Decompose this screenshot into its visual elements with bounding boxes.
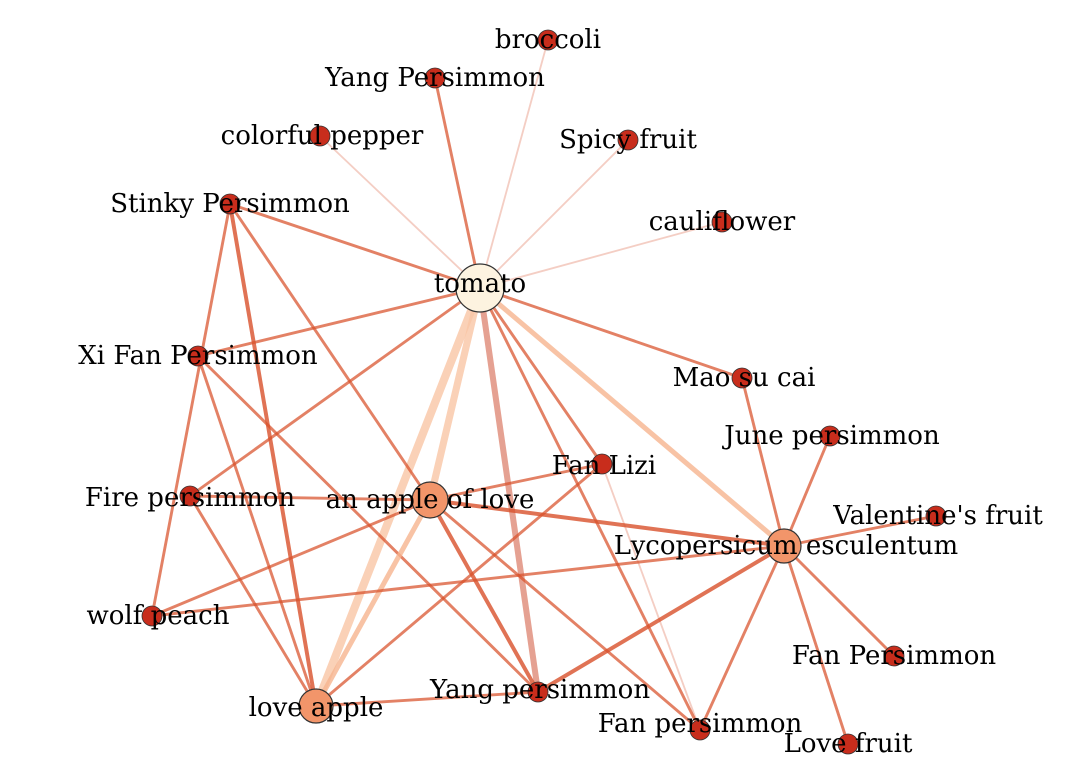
edges-layer <box>150 39 938 746</box>
node-colorful-pepper[interactable] <box>309 125 331 147</box>
node-broccoli[interactable] <box>537 29 559 51</box>
node-label-fan-persimmon-cap: Fan Persimmon <box>792 641 997 671</box>
edge-apple-of-love-fan-lizi <box>428 462 604 502</box>
node-wolf-peach[interactable] <box>141 605 163 627</box>
node-spicy-fruit[interactable] <box>617 129 639 151</box>
edge-apple-of-love-yang-persimmon <box>428 498 540 694</box>
node-label-apple-of-love: an apple of love <box>326 485 535 515</box>
edge-tomato-cauliflower <box>479 221 723 289</box>
node-label-love-fruit: Love fruit <box>784 729 913 759</box>
node-stinky-persimmon[interactable] <box>219 193 241 215</box>
node-fan-persimmon-cap[interactable] <box>883 645 905 667</box>
node-label-colorful-pepper: colorful pepper <box>221 121 424 151</box>
node-label-cauliflower: cauliflower <box>649 207 796 237</box>
edge-tomato-broccoli <box>479 39 549 289</box>
edge-wolf-peach-lycopersicum <box>150 544 786 618</box>
edge-love-fruit-lycopersicum <box>782 544 850 746</box>
node-label-mao-su-cai: Mao su cai <box>673 363 816 393</box>
node-label-yang-persimmon: Yang persimmon <box>429 675 650 705</box>
edge-tomato-colorful-pepper <box>319 135 481 289</box>
edge-xi-fan-persimmon-yang-persimmon <box>196 354 540 694</box>
node-label-stinky-persimmon: Stinky Persimmon <box>110 189 350 219</box>
node-label-broccoli: broccoli <box>495 25 601 55</box>
node-fire-persimmon[interactable] <box>179 485 201 507</box>
node-label-wolf-peach: wolf peach <box>87 601 230 631</box>
edge-june-persimmon-lycopersicum <box>782 434 832 548</box>
node-label-tomato: tomato <box>434 269 526 299</box>
edge-tomato-fan-persimmon <box>478 286 702 732</box>
node-fan-persimmon[interactable] <box>689 719 711 741</box>
node-yang-persimmon-top[interactable] <box>424 67 446 89</box>
edge-tomato-fan-lizi <box>478 286 604 466</box>
edge-fan-persimmon-lycopersicum <box>698 544 786 732</box>
edge-mao-su-cai-lycopersicum <box>740 376 786 548</box>
node-apple-of-love[interactable] <box>411 481 449 519</box>
node-label-spicy-fruit: Spicy fruit <box>559 125 697 155</box>
edge-fire-persimmon-love-apple <box>188 494 318 708</box>
edge-apple-of-love-fan-persimmon <box>428 498 702 732</box>
edge-tomato-stinky-persimmon <box>228 202 482 290</box>
edge-tomato-mao-su-cai <box>478 286 744 380</box>
edge-stinky-persimmon-apple-of-love <box>228 202 432 502</box>
edge-fan-lizi-love-apple <box>314 462 604 708</box>
node-label-valentines-fruit: Valentine's fruit <box>832 501 1043 531</box>
node-label-fire-persimmon: Fire persimmon <box>85 483 296 513</box>
edge-tomato-apple-of-love <box>426 284 484 504</box>
node-fan-lizi[interactable] <box>591 453 613 475</box>
edge-stinky-persimmon-love-apple <box>228 202 318 708</box>
edge-apple-of-love-love-apple <box>313 497 433 709</box>
edge-tomato-spicy-fruit <box>479 139 629 289</box>
edge-tomato-love-apple <box>311 283 485 711</box>
node-label-fan-lizi: Fan Lizi <box>552 451 656 481</box>
edge-tomato-yang-persimmon <box>476 284 542 696</box>
edge-tomato-yang-persimmon-top <box>433 76 482 290</box>
edge-valentines-fruit-lycopersicum <box>782 514 938 548</box>
node-label-june-persimmon: June persimmon <box>721 421 940 451</box>
node-tomato[interactable] <box>455 263 505 313</box>
node-lycopersicum[interactable] <box>766 528 802 564</box>
node-love-fruit[interactable] <box>837 733 859 755</box>
node-yang-persimmon[interactable] <box>527 681 549 703</box>
edge-apple-of-love-wolf-peach <box>150 498 432 618</box>
edge-fire-persimmon-apple-of-love <box>188 494 432 502</box>
node-cauliflower[interactable] <box>711 211 733 233</box>
edge-love-apple-yang-persimmon <box>314 690 540 708</box>
edge-xi-fan-persimmon-love-apple <box>196 354 318 708</box>
node-label-yang-persimmon-top: Yang Persimmon <box>324 63 545 93</box>
node-love-apple[interactable] <box>298 688 334 724</box>
edge-stinky-persimmon-wolf-peach <box>150 202 232 618</box>
edge-tomato-lycopersicum <box>477 285 787 549</box>
edge-fan-lizi-fan-persimmon <box>601 463 701 731</box>
edge-apple-of-love-lycopersicum <box>428 498 786 548</box>
edge-tomato-fire-persimmon <box>188 286 482 498</box>
edge-yang-persimmon-lycopersicum <box>536 544 786 694</box>
edge-fan-persimmon-cap-lycopersicum <box>782 544 896 658</box>
edge-tomato-xi-fan-persimmon <box>196 286 482 358</box>
node-valentines-fruit[interactable] <box>925 505 947 527</box>
node-xi-fan-persimmon[interactable] <box>187 345 209 367</box>
node-mao-su-cai[interactable] <box>731 367 753 389</box>
nodes-layer <box>141 29 947 755</box>
node-label-love-apple: love apple <box>249 693 384 723</box>
node-label-fan-persimmon: Fan persimmon <box>598 709 803 739</box>
node-label-xi-fan-persimmon: Xi Fan Persimmon <box>78 341 318 371</box>
node-june-persimmon[interactable] <box>819 425 841 447</box>
node-label-lycopersicum: Lycopersicum esculentum <box>614 531 958 561</box>
